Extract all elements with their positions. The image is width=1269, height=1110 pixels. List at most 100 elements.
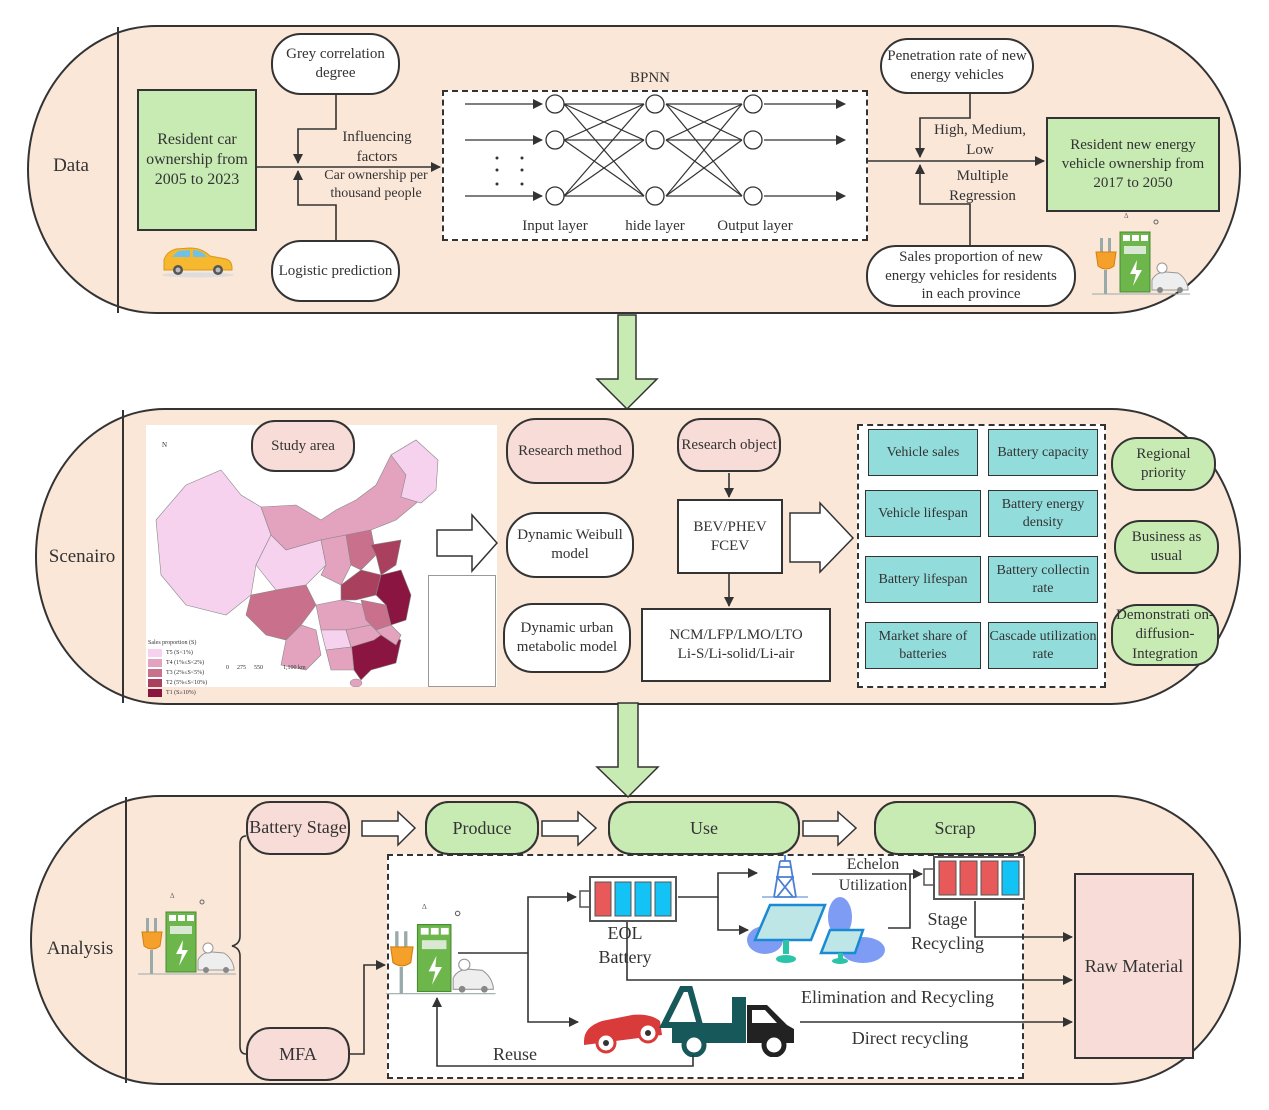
power-tower-icon xyxy=(762,855,808,898)
param-label: Market share of batteries xyxy=(878,629,968,662)
urban-metabolic-model-text: Dynamic urban metabolic model xyxy=(516,620,618,655)
param-label: Vehicle lifespan xyxy=(878,505,968,521)
param-vehicle-sales: Vehicle sales xyxy=(868,429,978,476)
svg-text:Δ: Δ xyxy=(422,902,427,911)
resident-car-ownership-box: Resident car ownership from 2005 to 2023 xyxy=(137,89,257,231)
echelon-utilization-label: Echelon Utilization xyxy=(838,856,908,894)
data-panel-label: Data xyxy=(53,155,89,176)
influencing-factors-label: Influencing factors xyxy=(342,129,412,165)
resident-nev-ownership-text: Resident new energy vehicle ownership fr… xyxy=(1061,137,1205,191)
raw-material-text: Raw Material xyxy=(1084,955,1184,976)
map-legend-row: T1 (S≥10%) xyxy=(148,688,207,698)
param-label: Battery energy density xyxy=(1001,497,1085,530)
map-north-arrow: N xyxy=(162,441,168,449)
stage-label: Scrap xyxy=(934,817,976,838)
penetration-rate-box: Penetration rate of new energy vehicles xyxy=(880,38,1034,94)
research-method-box: Research method xyxy=(506,418,634,484)
legend-label: T1 (S≥10%) xyxy=(166,690,196,696)
scale-label: 1,100 km xyxy=(283,665,306,671)
mfa-text: MFA xyxy=(279,1043,317,1064)
map-legend-row: T2 (5%≤S<10%) xyxy=(148,678,207,688)
charging-station-icon: Δ xyxy=(386,902,496,995)
map-legend-row: T4 (1%≤S<2%) xyxy=(148,658,207,668)
car-icon xyxy=(162,247,234,278)
sales-proportion-box: Sales proportion of new energy vehicles … xyxy=(866,245,1076,307)
down-arrow-1 xyxy=(595,314,659,411)
param-battery-lifespan: Battery lifespan xyxy=(865,556,981,603)
solar-panel-icon xyxy=(747,897,885,964)
charging-station-icon: Δ xyxy=(138,892,236,975)
urban-metabolic-model-box: Dynamic urban metabolic model xyxy=(503,603,631,673)
legend-swatch xyxy=(148,649,162,657)
weibull-model-text: Dynamic Weibull model xyxy=(517,527,623,562)
study-area-box: Study area xyxy=(251,420,355,472)
grey-correlation-box: Grey correlation degree xyxy=(271,33,400,95)
scale-label: 550 xyxy=(254,665,263,671)
weibull-model-box: Dynamic Weibull model xyxy=(506,512,634,578)
legend-label: T2 (5%≤S<10%) xyxy=(166,680,208,686)
legend-label: T3 (2%≤S<5%) xyxy=(166,670,205,676)
bpnn-output-layer-label: Output layer xyxy=(717,218,793,234)
bpnn-title: BPNN xyxy=(629,70,670,86)
grey-correlation-text: Grey correlation degree xyxy=(286,46,385,81)
high-medium-low-label: High, Medium, Low xyxy=(933,122,1027,158)
map-legend: Sales proportion (S) T5 (S<1%) T4 (1%≤S<… xyxy=(148,640,207,698)
legend-label: T4 (1%≤S<2%) xyxy=(166,660,205,666)
research-object-box: Research object xyxy=(677,418,781,472)
logistic-prediction-text: Logistic prediction xyxy=(278,262,393,279)
analysis-panel-label: Analysis xyxy=(46,938,114,959)
legend-swatch xyxy=(148,689,162,697)
scenario-regional-priority: Regional priority xyxy=(1111,437,1216,491)
scenario-label: Regional priority xyxy=(1136,446,1191,481)
map-legend-title: Sales proportion (S) xyxy=(148,640,197,646)
param-market-share-batteries: Market share of batteries xyxy=(865,622,981,669)
elimination-recycling-label: Elimination and Recycling xyxy=(801,987,994,1007)
charging-station-icon: Δ xyxy=(1092,212,1190,295)
param-label: Cascade utilization rate xyxy=(989,629,1097,662)
data-panel-divider xyxy=(117,27,119,313)
research-method-text: Research method xyxy=(518,442,622,459)
param-label: Battery collectin rate xyxy=(996,563,1090,596)
down-arrow-2 xyxy=(595,702,660,799)
param-cascade-utilization-rate: Cascade utilization rate xyxy=(988,622,1098,669)
stage-recycling-label: Stage Recycling xyxy=(911,909,984,954)
param-label: Battery capacity xyxy=(997,444,1089,460)
legend-swatch xyxy=(148,669,162,677)
bpnn-input-layer-label: Input layer xyxy=(522,218,588,234)
stage-label: Produce xyxy=(452,817,512,838)
param-label: Battery lifespan xyxy=(878,571,968,587)
battery-types-line-2: Li-S/Li-solid/Li-air xyxy=(677,646,795,662)
battery-stage-text: Battery Stage xyxy=(249,817,347,838)
resident-car-ownership-text: Resident car ownership from 2005 to 2023 xyxy=(146,131,248,188)
scale-label: 0 xyxy=(226,665,229,671)
bpnn-hide-layer-label: hide layer xyxy=(625,218,685,234)
map-inset xyxy=(428,575,496,687)
logistic-prediction-box: Logistic prediction xyxy=(271,240,400,302)
param-battery-energy-density: Battery energy density xyxy=(988,490,1098,537)
resident-nev-ownership-box: Resident new energy vehicle ownership fr… xyxy=(1046,117,1220,212)
legend-swatch xyxy=(148,679,162,687)
bpnn-frame xyxy=(442,90,868,241)
eol-battery-label: EOL Battery xyxy=(598,923,652,968)
param-battery-capacity: Battery capacity xyxy=(988,429,1098,476)
china-map-shape xyxy=(155,439,439,687)
stage-scrap-overlay: Scrap xyxy=(874,801,1036,855)
scale-label: 275 xyxy=(237,665,246,671)
stage-produce-overlay: Produce xyxy=(425,801,539,855)
svg-text:Δ: Δ xyxy=(170,892,175,900)
param-label: Vehicle sales xyxy=(886,444,960,460)
param-battery-collection-rate: Battery collectin rate xyxy=(988,556,1098,603)
map-legend-row: T5 (S<1%) xyxy=(148,648,207,658)
scenario-panel-divider xyxy=(122,410,124,703)
tow-truck-icon xyxy=(584,986,794,1057)
battery-types-box: NCM/LFP/LMO/LTO Li-S/Li-solid/Li-air xyxy=(641,608,831,682)
raw-material-box: Raw Material xyxy=(1074,873,1194,1059)
scrap-battery-icon xyxy=(923,856,1025,900)
direct-recycling-label: Direct recycling xyxy=(851,1028,969,1048)
multiple-regression-label: Multiple Regression xyxy=(949,168,1016,204)
scenario-panel-label: Scenairo xyxy=(48,546,116,567)
eol-battery-icon xyxy=(579,876,677,922)
penetration-rate-text: Penetration rate of new energy vehicles xyxy=(887,48,1027,83)
map-scale-bar: 0 275 550 1,100 km xyxy=(226,665,306,671)
vehicle-types-text: BEV/PHEV FCEV xyxy=(693,518,767,554)
